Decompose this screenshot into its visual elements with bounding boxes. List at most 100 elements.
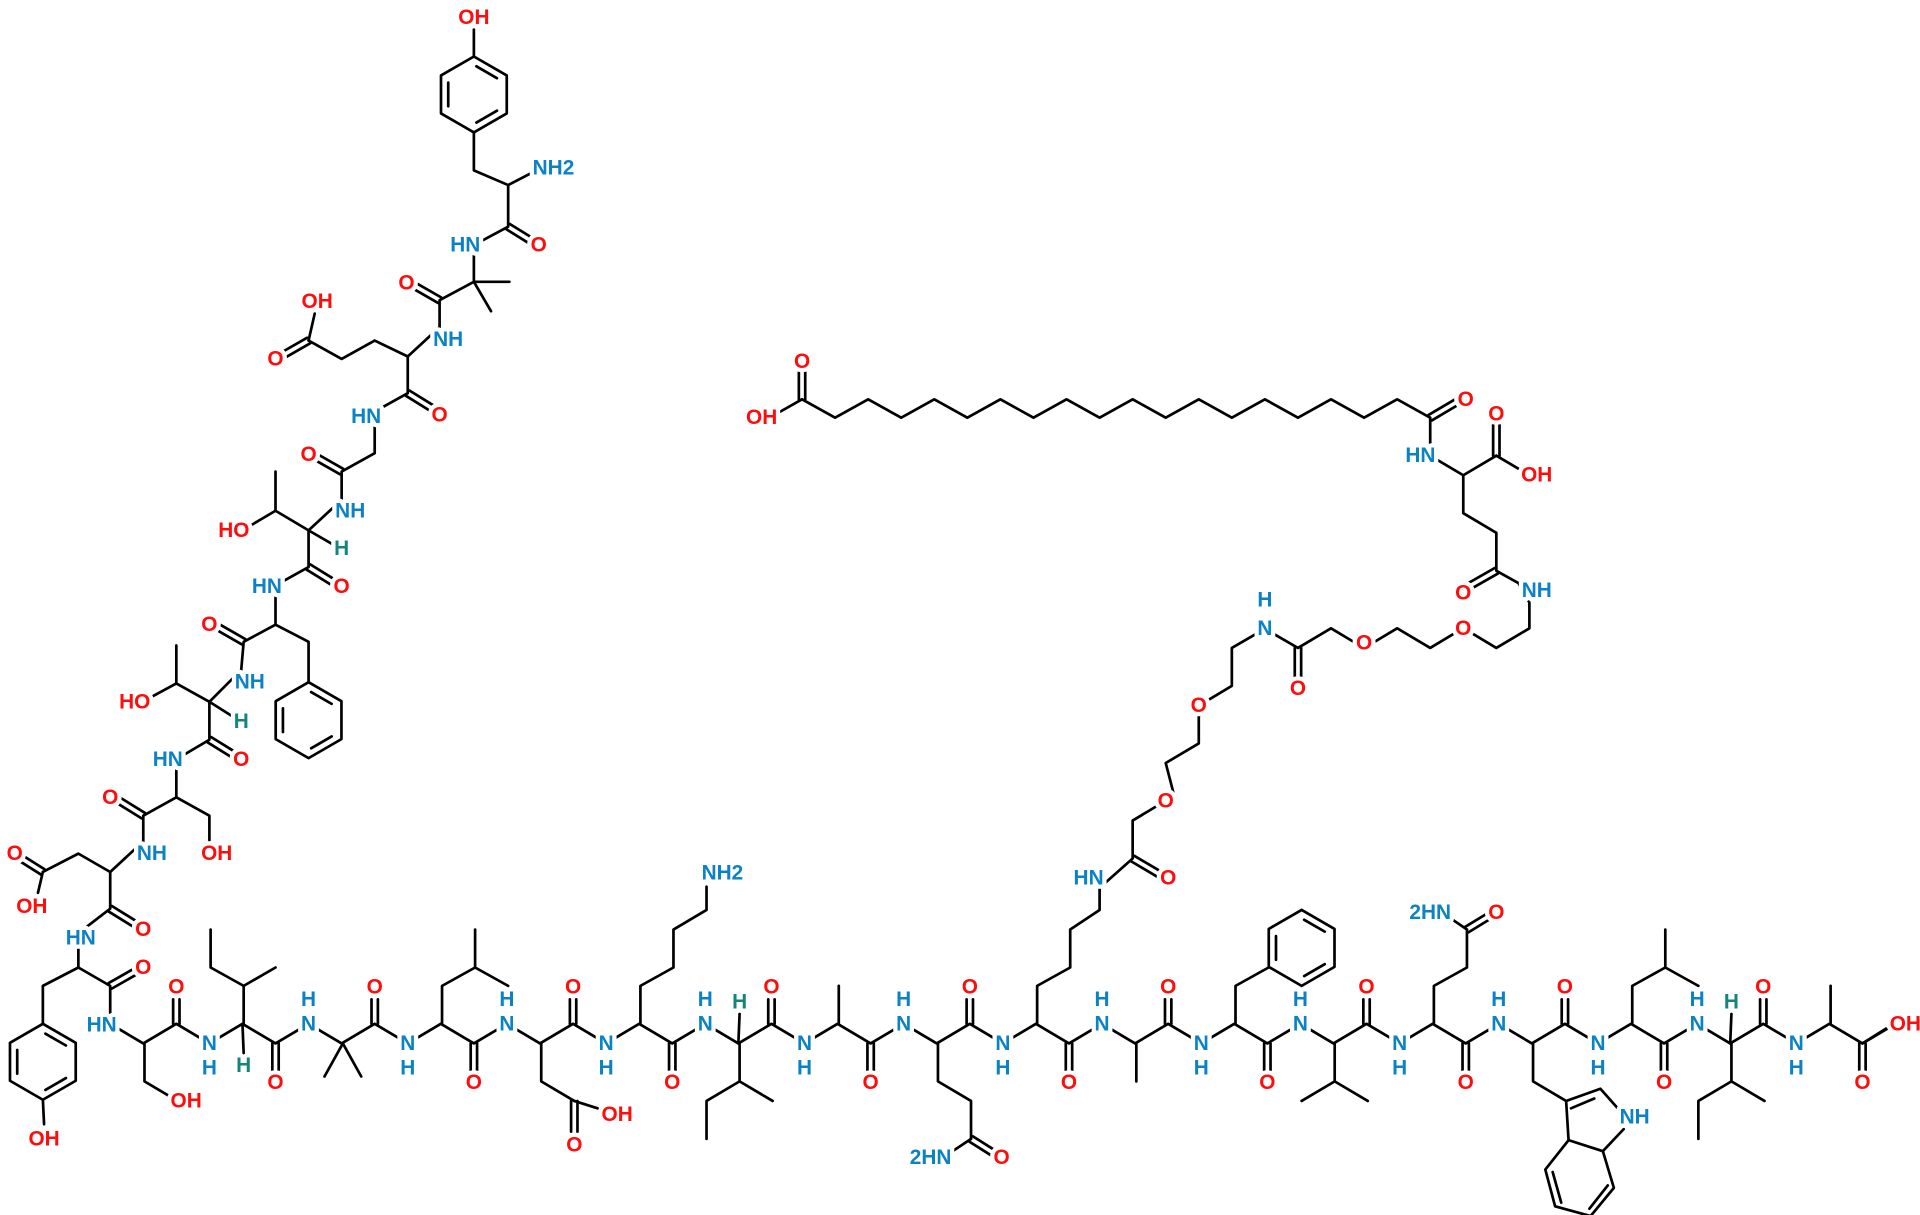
bond-chain [1730, 1042, 1766, 1103]
double-bond [508, 222, 537, 242]
amide-hydrogen: H [1789, 1056, 1804, 1079]
bond-chain [1234, 966, 1270, 1026]
bond-chain [242, 966, 277, 1026]
atom-label: O [794, 350, 810, 373]
bond [307, 529, 334, 546]
amide-nitrogen: N [599, 1032, 614, 1055]
bond [323, 1042, 345, 1078]
double-bond [414, 281, 443, 299]
carbonyl-oxygen: O [1854, 1071, 1870, 1094]
atom-label: 2HN [910, 1146, 952, 1169]
bond [506, 167, 541, 187]
aromatic-bond [475, 64, 499, 80]
atom-label: 2HN [1409, 901, 1451, 924]
atom-label: O [334, 575, 350, 598]
double-bond [107, 967, 136, 985]
amide-hydrogen: H [301, 988, 316, 1011]
amide-nitrogen: N [698, 1012, 713, 1035]
double-bond [404, 394, 434, 414]
amide-hydrogen: H [1590, 1056, 1605, 1079]
atom-label: OH [1521, 464, 1552, 487]
atom-label: O [398, 272, 414, 295]
carbonyl-oxygen: O [1458, 1071, 1474, 1094]
fatty-acid-chain [800, 397, 1432, 420]
carbonyl-oxygen: O [1358, 976, 1374, 999]
carbonyl-oxygen: O [1259, 1071, 1275, 1094]
atom-label: O [566, 1134, 582, 1157]
atom-label: OH [171, 1089, 202, 1112]
aromatic-bond [1302, 918, 1327, 933]
amide-hydrogen: H [1194, 1056, 1209, 1079]
double-bond [971, 1134, 998, 1153]
aromatic-bond [309, 690, 333, 706]
atom-label: HN [252, 575, 282, 598]
atom-label: O [1191, 694, 1207, 717]
bond-chain [209, 928, 246, 988]
bond [1569, 1097, 1596, 1110]
amide-nitrogen: N [499, 1012, 514, 1035]
bond-chain [440, 928, 477, 1026]
bond [772, 397, 804, 417]
double-bond [19, 853, 46, 871]
bond-chain [539, 1042, 576, 1103]
carbonyl-oxygen: O [267, 1071, 283, 1094]
bond [572, 1099, 599, 1110]
amide-nitrogen: N [1690, 1012, 1705, 1035]
bond-chain [41, 852, 112, 874]
atom-label: O [267, 347, 283, 370]
bonds-layer [8, 28, 1897, 1215]
bond [341, 1042, 363, 1078]
atom-label: O [102, 786, 118, 809]
carbonyl-oxygen: O [1160, 976, 1176, 999]
bond-chain [41, 966, 80, 1026]
double-bond [1467, 566, 1497, 585]
amide-nitrogen: N [896, 1012, 911, 1035]
carbonyl-oxygen: O [1755, 976, 1771, 999]
atom-label: O [233, 748, 249, 771]
atom-label: O [1290, 677, 1306, 700]
atom-label: NH [335, 499, 365, 522]
bond [1551, 1170, 1563, 1204]
atom-label: O [1356, 632, 1372, 655]
atom-label: O [994, 1146, 1010, 1169]
atom-label: NH [137, 842, 167, 865]
bond-chain [174, 644, 211, 704]
amide-hydrogen: H [698, 988, 713, 1011]
carbonyl-oxygen: O [565, 976, 581, 999]
bond-chain [1697, 1080, 1733, 1141]
bond-chain [1432, 928, 1469, 1026]
atom-label: NH [433, 328, 463, 351]
bond-chain [1630, 928, 1667, 1026]
aromatic-bond [475, 109, 499, 124]
atom-labels-layer: OONHONHONHONHONHONHONHONHONHONHONHONHONH… [2, 2, 1920, 1174]
carbonyl-oxygen: O [466, 1071, 482, 1094]
bond [1333, 1080, 1370, 1103]
atom-label: O [201, 613, 217, 636]
bond [1588, 1184, 1610, 1211]
bond-chain [274, 623, 310, 684]
atom-label: O [7, 842, 23, 865]
atom-label: H [1257, 589, 1272, 612]
double-bond [206, 741, 235, 760]
amide-hydrogen: H [1392, 1056, 1407, 1079]
bond [148, 682, 178, 700]
double-bond [110, 904, 139, 924]
bond-chain [738, 1042, 774, 1103]
atom-label: HO [119, 690, 150, 713]
atom-label: O [431, 404, 447, 427]
bond [947, 1137, 973, 1155]
double-bond [967, 1140, 994, 1158]
bond-chain [143, 1042, 173, 1099]
double-bond [410, 286, 440, 305]
stereo-hydrogen: H [732, 990, 747, 1013]
bond [1663, 966, 1700, 988]
bond-chain [1531, 1042, 1568, 1103]
atom-label: N [1257, 617, 1272, 640]
double-bond [308, 563, 338, 582]
double-bond [312, 458, 342, 476]
bond [241, 1022, 246, 1055]
atom-label: O [1160, 867, 1176, 890]
double-bond [505, 228, 534, 247]
amide-nitrogen: N [400, 1032, 415, 1055]
atom-label: HN [87, 1014, 117, 1037]
